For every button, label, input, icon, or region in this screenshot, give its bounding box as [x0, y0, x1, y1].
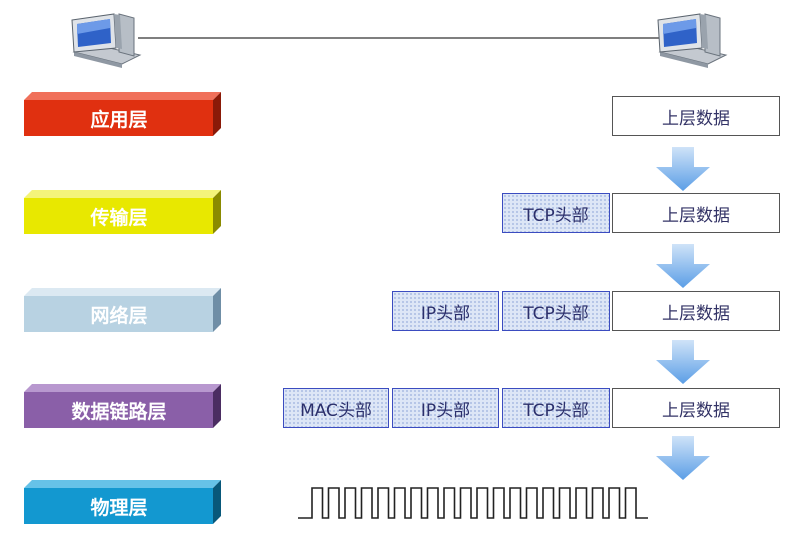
upper-data-box-transport: 上层数据 [612, 193, 780, 233]
ip-header-box-datalink: IP头部 [392, 388, 499, 428]
layer-application: 应用层 [24, 92, 221, 136]
tcp-header-box-transport: TCP头部 [502, 193, 610, 233]
layer-datalink: 数据链路层 [24, 384, 221, 428]
computer-icon-left [71, 13, 142, 68]
down-arrow-icon [656, 436, 710, 480]
layer-transport: 传输层 [24, 190, 221, 234]
ip-header-box-network: IP头部 [392, 291, 499, 331]
layer-network: 网络层 [24, 288, 221, 332]
layer-label-network: 网络层 [90, 304, 148, 327]
computer-icon-right [657, 13, 728, 68]
tcp-header-box-datalink: TCP头部 [502, 388, 610, 428]
layer-label-datalink: 数据链路层 [71, 400, 167, 423]
down-arrow-icon [656, 147, 710, 191]
network-link [138, 37, 660, 39]
upper-data-box-network: 上层数据 [612, 291, 780, 331]
layer-physical: 物理层 [24, 480, 221, 524]
upper-data-box-datalink: 上层数据 [612, 388, 780, 428]
layer-label-transport: 传输层 [90, 206, 148, 229]
down-arrow-icon [656, 244, 710, 288]
signal-waveform [298, 487, 648, 519]
down-arrow-icon [656, 340, 710, 384]
layer-label-physical: 物理层 [90, 496, 148, 519]
tcp-header-box-network: TCP头部 [502, 291, 610, 331]
upper-data-box-application: 上层数据 [612, 96, 780, 136]
mac-header-box: MAC头部 [283, 388, 389, 428]
layer-label-application: 应用层 [90, 108, 148, 131]
